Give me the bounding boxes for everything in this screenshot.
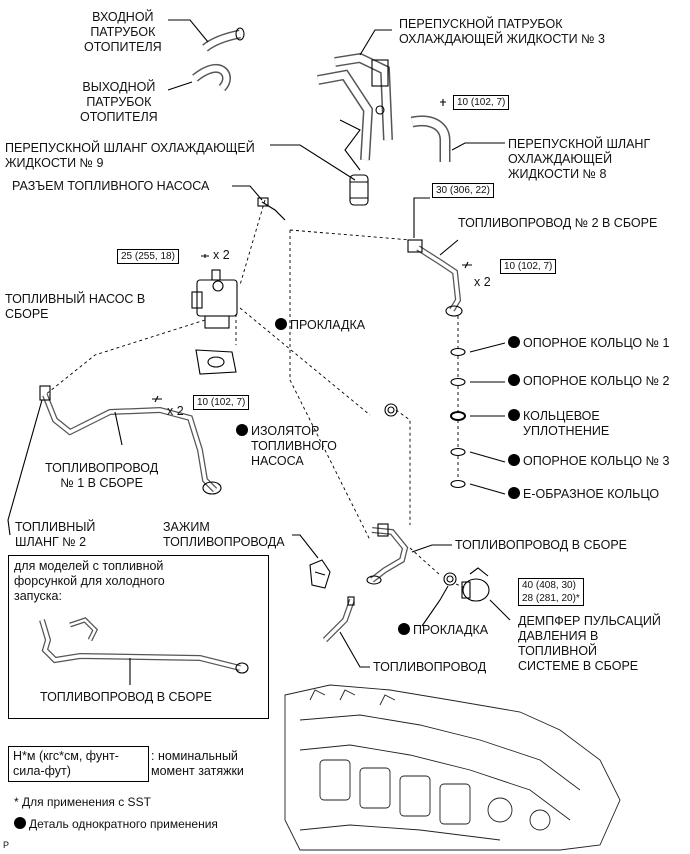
fuel-pipe-2-drawing — [407, 239, 463, 317]
single-use-mark — [508, 409, 520, 421]
fuel-pump-connector-label: РАЗЪЕМ ТОПЛИВНОГО НАСОСА — [12, 179, 210, 193]
heater-inlet-pipe-drawing — [202, 27, 245, 52]
pulsation-damper-label: ДЕМПФЕР ПУЛЬСАЦИЙ ДАВЛЕНИЯ В ТОПЛИВНОЙ С… — [518, 614, 661, 673]
heater-outlet-label: ВЫХОДНОЙ ПАТРУБОК ОТОПИТЕЛЯ — [80, 80, 158, 124]
single-use-mark — [398, 623, 410, 635]
single-use-mark — [14, 817, 26, 829]
torque-spec-damper: 40 (408, 30) 28 (281, 20)* — [518, 578, 584, 606]
fuel-pipe-assy-label: ТОПЛИВОПРОВОД В СБОРЕ — [455, 538, 627, 552]
single-use-mark — [508, 454, 520, 466]
cold-start-injector-inset — [8, 555, 269, 719]
torque-spec-fuel-pipe-2-bolt: 10 (102, 7) — [500, 259, 557, 274]
fuel-pump-label: ТОПЛИВНЫЙ НАСОС В СБОРЕ — [5, 292, 146, 321]
backup-ring-2-label: ОПОРНОЕ КОЛЬЦО № 2 — [508, 374, 669, 389]
pump-insulator-label: ИЗОЛЯТОР ТОПЛИВНОГО НАСОСА — [236, 424, 337, 469]
heater-outlet-pipe-drawing — [192, 63, 231, 92]
legend-unit-description: : номинальный момент затяжки — [151, 749, 244, 778]
fuel-hose-2-label: ТОПЛИВНЫЙ ШЛАНГ № 2 — [15, 520, 96, 549]
fuel-pipe-label: ТОПЛИВОПРОВОД — [373, 660, 487, 674]
fuel-pump-drawing — [191, 269, 238, 329]
fuel-pipe-1-drawing — [39, 385, 222, 495]
legend-single-use: Деталь однократного применения — [14, 817, 218, 832]
bypass-hose-8-label: ПЕРЕПУСКНОЙ ШЛАНГ ОХЛАЖДАЮЩЕЙ ЖИДКОСТИ №… — [508, 137, 651, 181]
legend-sst-note: * Для применения с SST — [14, 795, 151, 809]
fuel-pipe-assy-drawing — [366, 523, 409, 585]
fuel-pipe-drawing — [322, 596, 355, 643]
engine-block-drawing — [284, 684, 621, 851]
single-use-mark — [508, 487, 520, 499]
inset-title: для моделей с топливной форсункой для хо… — [14, 559, 165, 603]
fuel-pipe-1-label: ТОПЛИВОПРОВОД № 1 В СБОРЕ — [45, 461, 159, 490]
bypass-pipe-3-drawing — [317, 52, 393, 171]
single-use-mark — [275, 318, 287, 330]
backup-ring-3-label: ОПОРНОЕ КОЛЬЦО № 3 — [508, 454, 669, 469]
pipe-clamp-drawing — [309, 559, 331, 589]
torque-spec-bolt-top: 10 (102, 7) — [453, 95, 510, 110]
inset-fuel-pipe-label: ТОПЛИВОПРОВОД В СБОРЕ — [40, 690, 212, 704]
heater-inlet-label: ВХОДНОЙ ПАТРУБОК ОТОПИТЕЛЯ — [84, 10, 162, 54]
pump-insulator-drawing — [195, 349, 237, 375]
single-use-mark — [236, 424, 248, 436]
gasket-top-label: ПРОКЛАДКА — [275, 318, 365, 333]
page-marker: P — [3, 840, 10, 850]
multiplier-pump-bolts: x 2 — [213, 248, 230, 262]
o-ring-label: КОЛЬЦЕВОЕ УПЛОТНЕНИЕ — [508, 409, 609, 439]
single-use-mark — [508, 374, 520, 386]
pulsation-damper-drawing — [461, 567, 490, 602]
legend-unit-text: Н*м (кгс*см, фунт- сила-фут) — [13, 749, 119, 778]
pipe-clamp-label: ЗАЖИМ ТОПЛИВОПРОВОДА — [163, 520, 285, 549]
gasket-bottom-label: ПРОКЛАДКА — [398, 623, 488, 638]
bypass-hose-9-drawing — [349, 174, 369, 206]
torque-spec-fuel-pipe-1-bolt: 10 (102, 7) — [193, 395, 250, 410]
multiplier-pipe-1-bolts: x 2 — [167, 404, 184, 418]
multiplier-pipe-2-bolts: x 2 — [474, 275, 491, 289]
torque-spec-fuel-pump: 25 (255, 18) — [117, 249, 179, 264]
legend-unit-box — [8, 746, 149, 782]
e-ring-label: Е-ОБРАЗНОЕ КОЛЬЦО — [508, 487, 659, 502]
bypass-pipe-3-label: ПЕРЕПУСКНОЙ ПАТРУБОК ОХЛАЖДАЮЩЕЙ ЖИДКОСТ… — [399, 17, 605, 46]
bypass-hose-8-drawing — [410, 115, 451, 162]
fuel-pipe-2-label: ТОПЛИВОПРОВОД № 2 В СБОРЕ — [458, 216, 658, 230]
inset-fuel-pipe-drawing — [39, 617, 249, 685]
torque-spec-fuel-pipe-2: 30 (306, 22) — [432, 183, 494, 198]
single-use-mark — [508, 336, 520, 348]
bypass-hose-9-label: ПЕРЕПУСКНОЙ ШЛАНГ ОХЛАЖДАЮЩЕЙ ЖИДКОСТИ №… — [5, 141, 255, 170]
backup-ring-1-label: ОПОРНОЕ КОЛЬЦО № 1 — [508, 336, 669, 351]
